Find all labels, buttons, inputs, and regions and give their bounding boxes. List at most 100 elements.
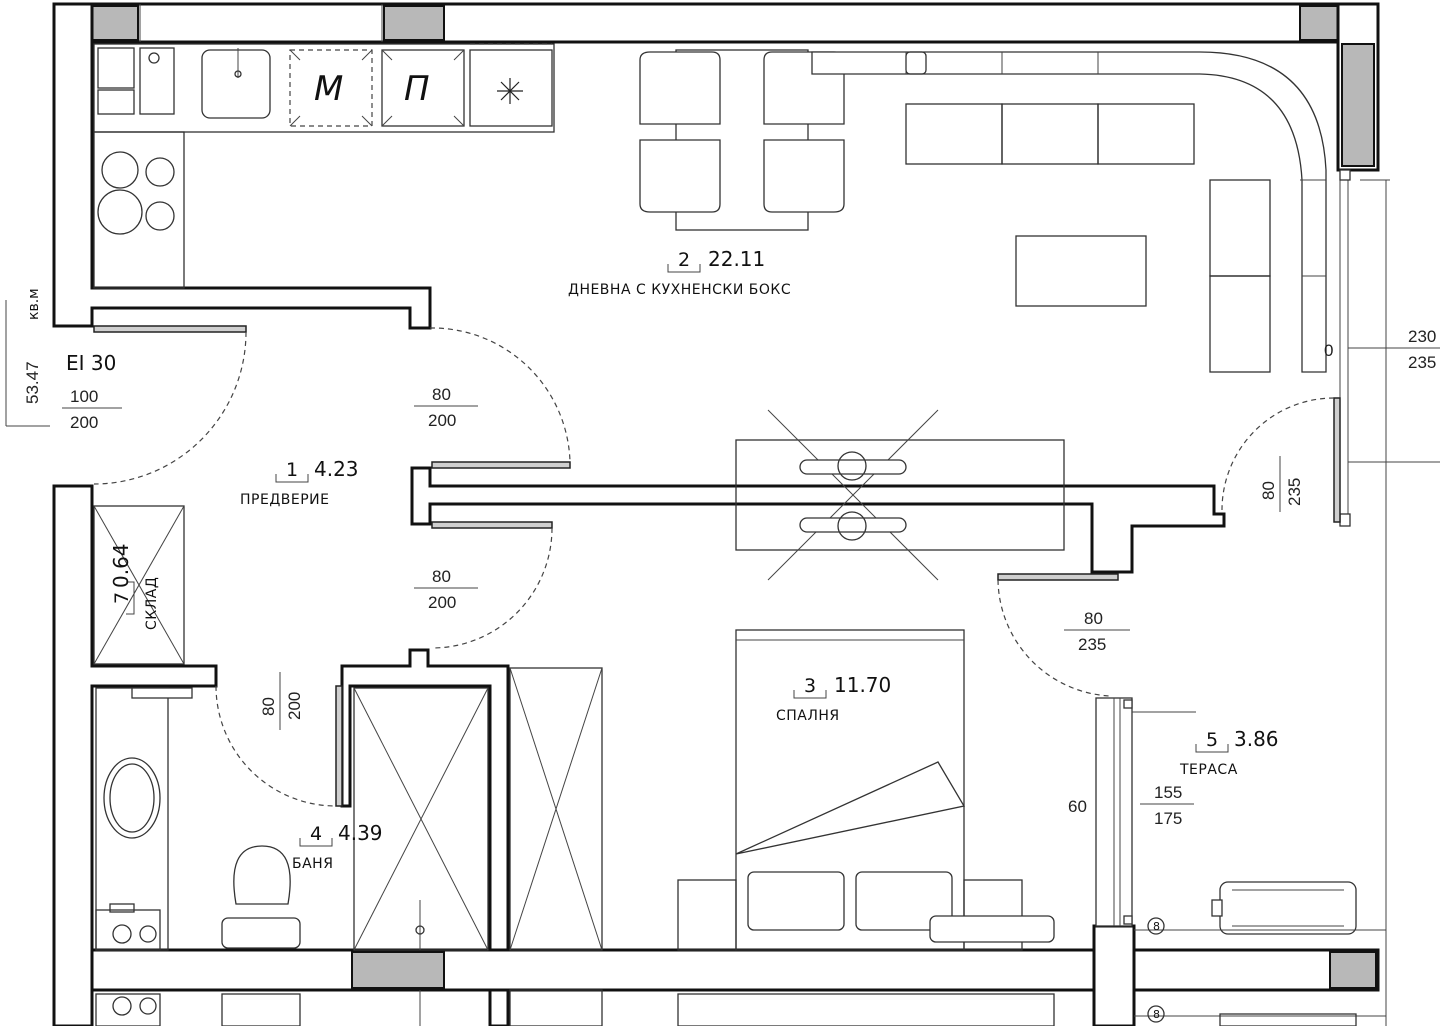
asterisk-icon	[497, 78, 523, 104]
window-width: 155	[1154, 783, 1182, 802]
wardrobe	[509, 667, 603, 951]
door-bedroom	[431, 521, 553, 529]
room-name: СПАЛНЯ	[776, 708, 840, 724]
microwave-label: М	[314, 69, 343, 109]
door-dims-balcony: 80 235	[1259, 456, 1304, 512]
boiler-mark: 8	[1153, 920, 1160, 933]
storage-box	[93, 505, 185, 665]
wall-bottom	[90, 948, 1380, 992]
door-width: 80	[1259, 481, 1278, 500]
window-sill: 60	[1068, 797, 1087, 816]
room-label-hall: 1 4.23 ПРЕДВЕРИЕ	[240, 457, 359, 508]
wall-top	[74, 2, 1380, 44]
room-name: СКЛАД	[144, 577, 160, 630]
column-bottom-mid	[351, 951, 445, 989]
bed	[735, 629, 965, 951]
radiator-bedroom	[929, 915, 1055, 943]
room-label-living: 2 22.11 ДНЕВНА С КУХНЕНСКИ БОКС	[568, 247, 791, 298]
boiler-icon-lower	[95, 993, 161, 1026]
window-height: 235	[1408, 353, 1436, 372]
wall-partition-center	[410, 466, 1226, 574]
door-height: 200	[285, 692, 304, 720]
room-label-bedroom: 3 11.70 СПАЛНЯ	[776, 673, 891, 724]
door-terrace	[997, 573, 1119, 581]
door-width: 100	[70, 387, 98, 406]
door-width: 80	[1084, 609, 1103, 628]
door-dims-bedroom: 80 200	[414, 567, 478, 612]
toilet	[221, 845, 301, 949]
total-area-value: 53.47	[23, 361, 42, 404]
door-height: 235	[1285, 478, 1304, 506]
fridge-label: П	[404, 69, 430, 109]
wall-terrace	[1092, 924, 1136, 1026]
coffee-table	[1015, 235, 1147, 307]
room-label-terrace: 5 3.86 ТЕРАСА	[1179, 727, 1279, 778]
room-number: 5	[1206, 729, 1218, 751]
room-number: 7	[111, 592, 133, 604]
window-height: 175	[1154, 809, 1182, 828]
door-height: 200	[428, 593, 456, 612]
room-area: 22.11	[708, 247, 765, 271]
column-bottom-right	[1329, 951, 1377, 989]
sink	[201, 49, 271, 119]
door-width: 80	[432, 567, 451, 586]
pillow-right	[855, 871, 953, 931]
room-area: 4.39	[338, 821, 383, 845]
room-label-bathroom: 4 4.39 БАНЯ	[292, 821, 383, 872]
door-width: 80	[259, 697, 278, 716]
corner-sofa	[811, 51, 1327, 373]
room-label-storage: 7 0.64 СКЛАД	[109, 543, 160, 630]
room-name: ДНЕВНА С КУХНЕНСКИ БОКС	[568, 282, 791, 298]
ac-unit	[1211, 881, 1357, 935]
wall-left-lower	[52, 484, 218, 1026]
tv-unit	[735, 439, 1065, 551]
ceiling-lights	[799, 451, 907, 541]
room-area: 0.64	[109, 543, 133, 588]
door-dims-bathroom: 80 200	[259, 672, 304, 730]
door-dims-living: 80 200	[414, 385, 478, 430]
door-height: 200	[70, 413, 98, 432]
room-name: ПРЕДВЕРИЕ	[240, 492, 329, 508]
hood	[469, 49, 553, 127]
window-sill: 0	[1324, 341, 1333, 360]
window-width: 230	[1408, 327, 1436, 346]
hob	[97, 151, 175, 235]
washbasin	[95, 687, 169, 951]
room-number: 4	[310, 823, 322, 845]
window-dims-terrace: 60 155 175	[1068, 711, 1196, 828]
door-width: 80	[432, 385, 451, 404]
fire-rating: EI 30	[66, 351, 116, 375]
nightstand-right	[963, 879, 1023, 951]
total-area-label: 53.47 кв.м	[23, 288, 42, 404]
boiler-icon	[95, 903, 161, 951]
kitchen-counter-top	[93, 43, 555, 133]
door-living	[431, 461, 571, 469]
room-area: 3.86	[1234, 727, 1279, 751]
door-dims-terrace: 80 235	[1064, 609, 1130, 654]
window-dims-living: 230 235 0	[1324, 327, 1436, 372]
room-number: 1	[286, 459, 298, 481]
room-name: ТЕРАСА	[1179, 762, 1238, 778]
room-area: 11.70	[834, 673, 891, 697]
fridge	[381, 49, 465, 127]
column-right	[1341, 43, 1375, 167]
shower	[353, 687, 489, 951]
entrance-door-leaf	[93, 325, 247, 333]
boiler-mark: 8	[1153, 1008, 1160, 1021]
total-area-unit: кв.м	[26, 288, 42, 320]
room-area: 4.23	[314, 457, 359, 481]
pillow-left	[747, 871, 845, 931]
room-number: 3	[804, 675, 816, 697]
nightstand-left	[677, 879, 737, 951]
towel-rail	[131, 687, 193, 699]
dining-chairs	[639, 51, 845, 213]
door-bathroom	[335, 685, 343, 807]
kitchen-counter-left	[93, 131, 185, 289]
entrance-door-dims: EI 30 100 200	[62, 351, 122, 432]
wall-left-upper	[52, 2, 432, 330]
door-height: 235	[1078, 635, 1106, 654]
door-height: 200	[428, 411, 456, 430]
room-name: БАНЯ	[292, 856, 333, 872]
room-number: 2	[678, 249, 690, 271]
